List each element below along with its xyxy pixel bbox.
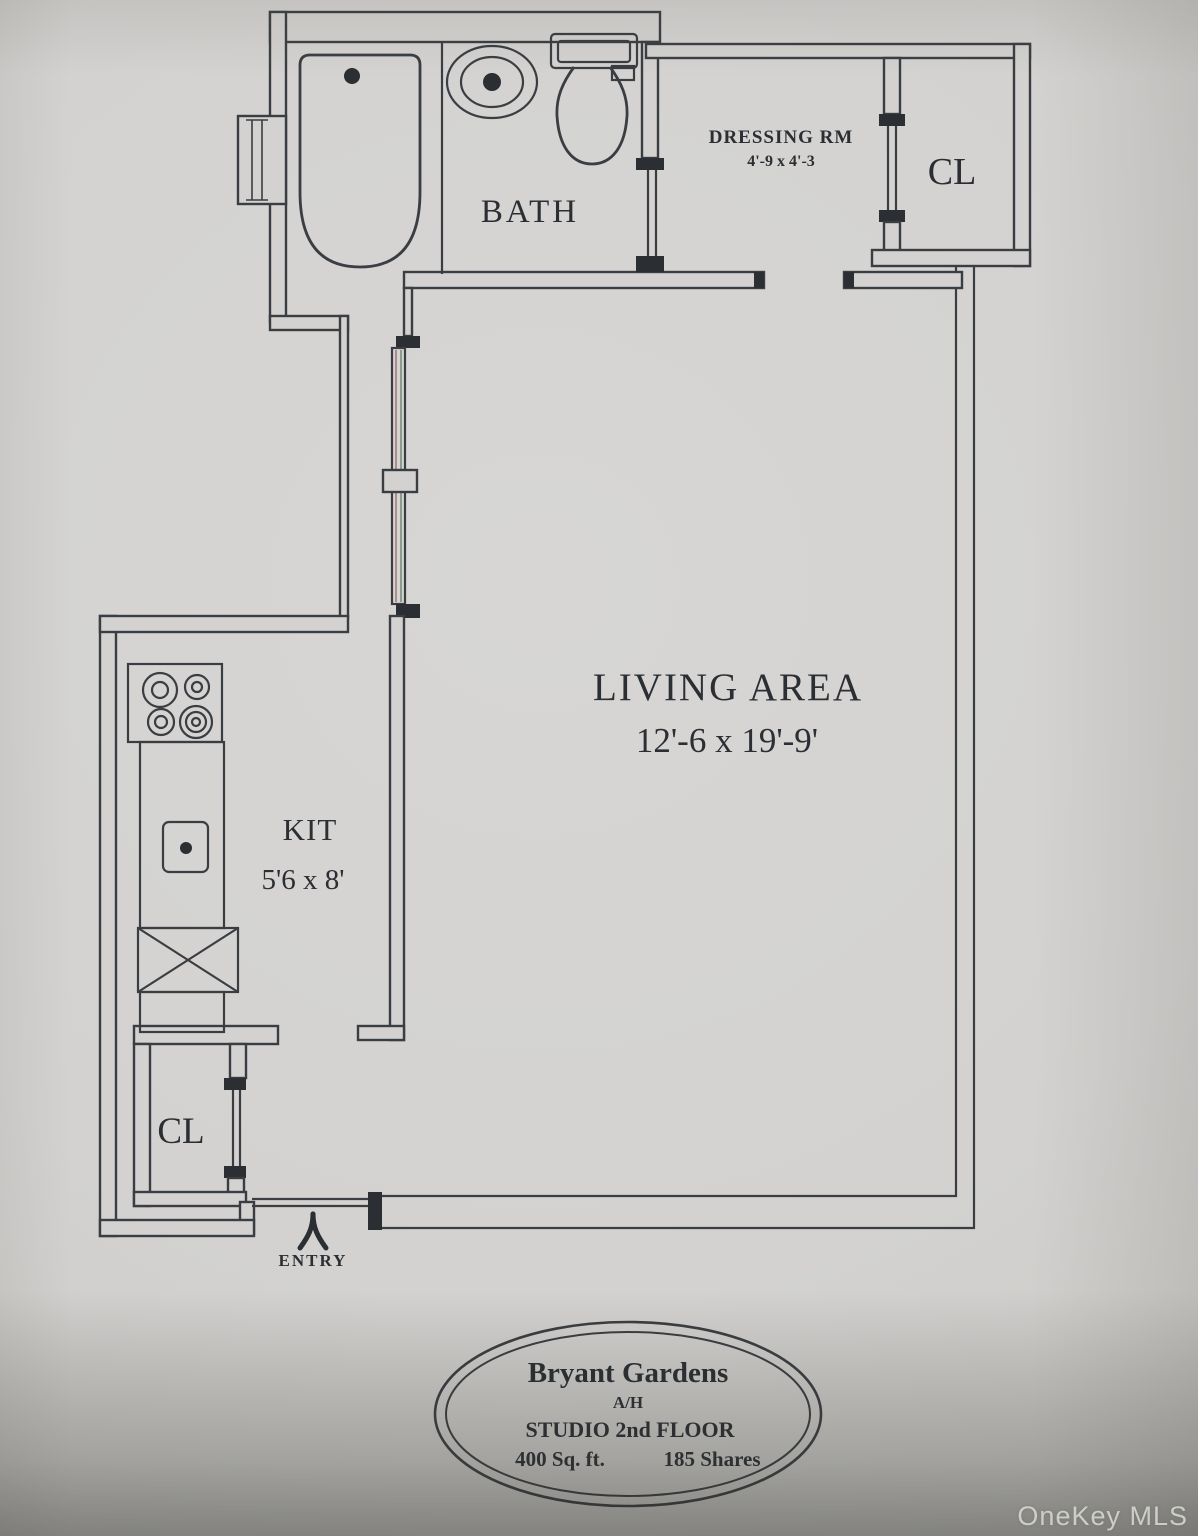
bathtub-icon	[298, 53, 422, 269]
bath-fixtures	[298, 32, 639, 269]
kitchen-sink-icon	[161, 820, 210, 874]
closet-door-stub	[228, 1042, 248, 1080]
bath-walls	[236, 10, 964, 620]
living-wall-inner-line	[372, 264, 958, 1198]
dressing-room-dimensions: 4'-9 x 4'-3	[747, 153, 815, 170]
kitchen-top-wall	[98, 614, 350, 634]
door-handle	[381, 468, 419, 494]
stamp-inner-oval	[445, 1331, 811, 1497]
door-jamb	[636, 158, 664, 170]
bath-dressing-divider-wall	[640, 40, 660, 160]
kitchen-counter	[138, 740, 226, 930]
entry-closet-door-icon	[231, 1090, 242, 1166]
hall-left-wall	[338, 314, 350, 620]
closet-entry-label: CL	[157, 1111, 204, 1152]
kitchen-right-wall-cap	[356, 1024, 406, 1042]
stamp-unit: A/H	[613, 1393, 643, 1412]
pipe-riser-icon	[246, 119, 268, 201]
bathroom-sink-icon	[445, 44, 539, 120]
kitchen-bottom-wall	[132, 1024, 280, 1046]
bath-bottom-left-wall	[268, 314, 350, 332]
living-area-walls	[372, 264, 976, 1230]
kitchen-dimensions: 5'6 x 8'	[262, 864, 345, 896]
dressing-bottom-wall	[842, 270, 964, 290]
refrigerator-icon	[136, 926, 240, 994]
door-jamb	[636, 256, 664, 272]
kitchen-walls	[98, 614, 406, 1238]
tub-drain-dot	[344, 68, 360, 84]
living-area-dimensions: 12'-6 x 19'-9'	[636, 721, 818, 760]
door-jamb	[844, 272, 854, 288]
stamp-floor: STUDIO 2nd FLOOR	[525, 1417, 735, 1442]
outer-bottom-left-wall	[98, 1218, 256, 1238]
bath-top-wall	[268, 10, 662, 44]
entry-label: ENTRY	[279, 1251, 348, 1270]
kitchen-right-wall	[388, 614, 406, 1042]
hall-right-wall-stub	[402, 286, 414, 338]
kitchen-label: KIT	[283, 812, 338, 847]
stamp-area: 400 Sq. ft.	[515, 1447, 605, 1471]
living-wall-outer-line	[372, 264, 976, 1230]
stamp-shares: 185 Shares	[663, 1447, 760, 1471]
room-labels: BATH DRESSING RM 4'-9 x 4'-3 CL LIVING A…	[157, 127, 976, 1270]
bath-bottom-wall	[402, 270, 766, 290]
closet-left-wall	[132, 1042, 152, 1208]
left-outer-wall	[98, 614, 118, 1238]
closet-bottom-wall	[132, 1190, 248, 1208]
door-jamb	[396, 336, 420, 348]
dressing-room-label: DRESSING RM	[709, 127, 854, 148]
kitchen-counter-lower	[138, 990, 226, 1034]
bath-dressing-door-icon	[646, 170, 658, 256]
sink-drain-dot	[483, 73, 501, 91]
bath-label: BATH	[481, 194, 579, 230]
door-jamb	[396, 604, 420, 618]
dressing-closet-walls	[644, 42, 1032, 268]
living-area-label: LIVING AREA	[593, 666, 863, 709]
closet-top-label: CL	[928, 151, 977, 193]
stamp-building-name: Bryant Gardens	[528, 1357, 729, 1389]
door-jamb	[224, 1166, 246, 1178]
door-jamb	[224, 1078, 246, 1090]
door-jamb	[754, 272, 764, 288]
stove-burners-icon	[126, 662, 224, 744]
top-right-outer-wall	[644, 42, 1032, 60]
sliding-door-icon	[381, 346, 419, 606]
closet-bottom-wall	[870, 248, 1032, 268]
closet-sliding-door-icon	[886, 126, 898, 210]
entry-closet-walls	[98, 1042, 382, 1238]
door-jamb	[879, 114, 905, 126]
mls-watermark: OneKey MLS	[1017, 1501, 1188, 1531]
door-jamb	[879, 210, 905, 222]
entry-threshold-lines	[252, 1197, 370, 1208]
entry-arrow-icon	[297, 1211, 329, 1251]
kitchen-sink-drain-dot	[180, 842, 192, 854]
kitchen-fixtures	[126, 662, 240, 1034]
right-outer-wall	[1012, 42, 1032, 268]
building-stamp: Bryant Gardens A/H STUDIO 2nd FLOOR 400 …	[433, 1320, 823, 1508]
toilet-icon	[549, 32, 639, 166]
closet-left-wall-upper	[882, 56, 902, 116]
stamp-outer-oval	[433, 1320, 823, 1508]
door-jamb	[368, 1192, 382, 1230]
